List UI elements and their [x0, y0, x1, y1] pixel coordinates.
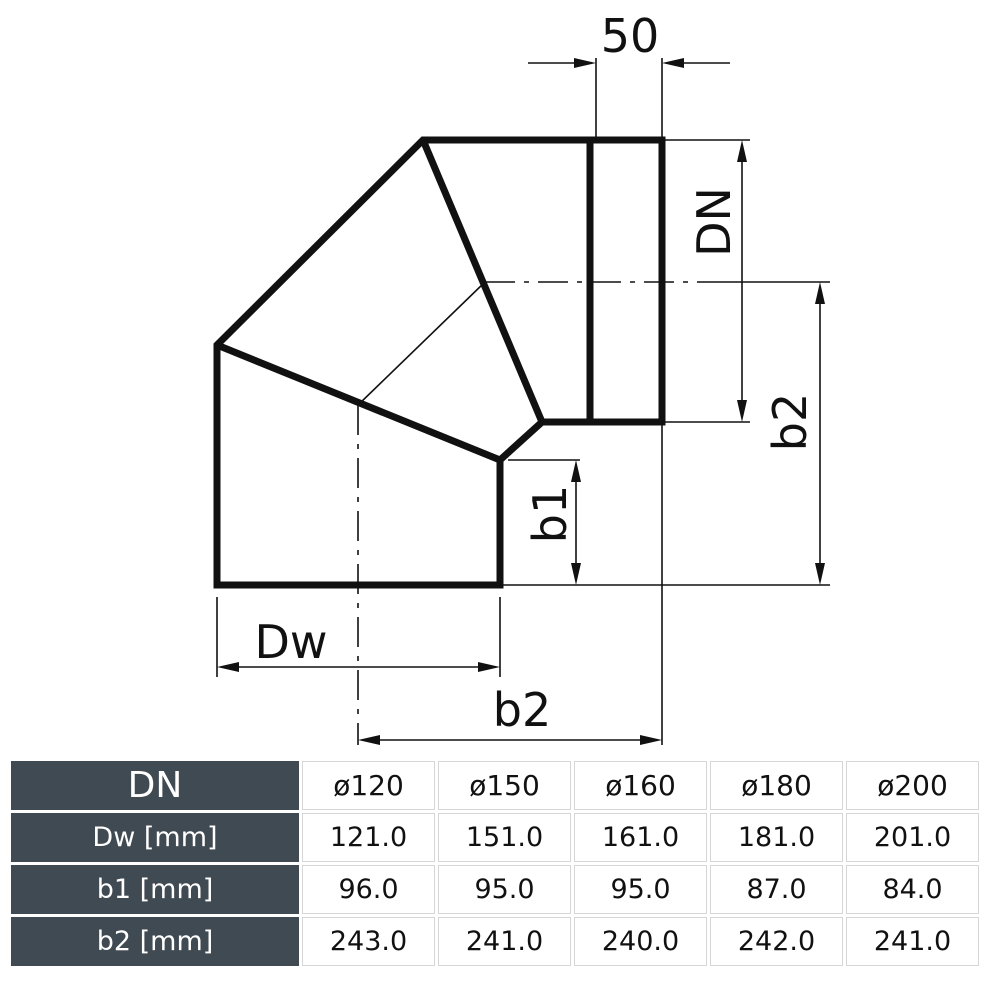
- table-cell: 121.0: [302, 813, 435, 862]
- dimension-dw: Dw: [217, 615, 500, 672]
- table-cell: 95.0: [574, 865, 707, 914]
- elbow-outline: [213, 136, 666, 589]
- segment-seam-upper: [419, 138, 546, 424]
- dimension-b1-label: b1: [523, 485, 577, 543]
- dimension-50-label: 50: [601, 9, 660, 63]
- table-header-row: DN ø120 ø150 ø160 ø180 ø200: [11, 761, 979, 810]
- center-lines: [357, 281, 700, 745]
- table-cell: 87.0: [710, 865, 843, 914]
- table-cell: 96.0: [302, 865, 435, 914]
- table-cell: 201.0: [846, 813, 979, 862]
- table-cell: 241.0: [438, 917, 571, 966]
- table-cell: 243.0: [302, 917, 435, 966]
- dimension-dn: DN: [687, 140, 747, 422]
- socket-end: [586, 136, 666, 426]
- header-cell: ø160: [574, 761, 707, 810]
- dimension-b2-vertical-label: b2: [763, 393, 817, 451]
- dimension-dw-label: Dw: [254, 615, 327, 669]
- table-row: Dw [mm] 121.0 151.0 161.0 181.0 201.0: [11, 813, 979, 862]
- header-cell: ø120: [302, 761, 435, 810]
- dimension-dn-label: DN: [687, 187, 741, 257]
- table-cell: 240.0: [574, 917, 707, 966]
- dimension-b2-horizontal-label: b2: [493, 683, 551, 737]
- spec-table: DN ø120 ø150 ø160 ø180 ø200 Dw [mm] 121.…: [8, 758, 982, 969]
- header-cell: ø180: [710, 761, 843, 810]
- header-label: DN: [11, 761, 299, 810]
- dimension-b2-vertical: b2: [763, 282, 825, 585]
- table-cell: 242.0: [710, 917, 843, 966]
- table-row: b1 [mm] 96.0 95.0 95.0 87.0 84.0: [11, 865, 979, 914]
- dimension-b1: b1: [523, 460, 581, 585]
- table-cell: 95.0: [438, 865, 571, 914]
- segment-seam-lower: [215, 341, 502, 464]
- centerline-diagonal: [357, 281, 486, 406]
- header-cell: ø200: [846, 761, 979, 810]
- elbow-technical-drawing: 50 DN b2 b1 Dw b2: [213, 9, 830, 745]
- table-cell: 151.0: [438, 813, 571, 862]
- table-row: b2 [mm] 243.0 241.0 240.0 242.0 241.0: [11, 917, 979, 966]
- row-label: Dw [mm]: [11, 813, 299, 862]
- table-cell: 161.0: [574, 813, 707, 862]
- dimension-50: 50: [528, 9, 730, 68]
- extension-lines: [216, 58, 830, 745]
- table-cell: 181.0: [710, 813, 843, 862]
- dimension-b2-horizontal: b2: [358, 683, 662, 745]
- table-cell: 241.0: [846, 917, 979, 966]
- table-cell: 84.0: [846, 865, 979, 914]
- row-label: b1 [mm]: [11, 865, 299, 914]
- header-cell: ø150: [438, 761, 571, 810]
- row-label: b2 [mm]: [11, 917, 299, 966]
